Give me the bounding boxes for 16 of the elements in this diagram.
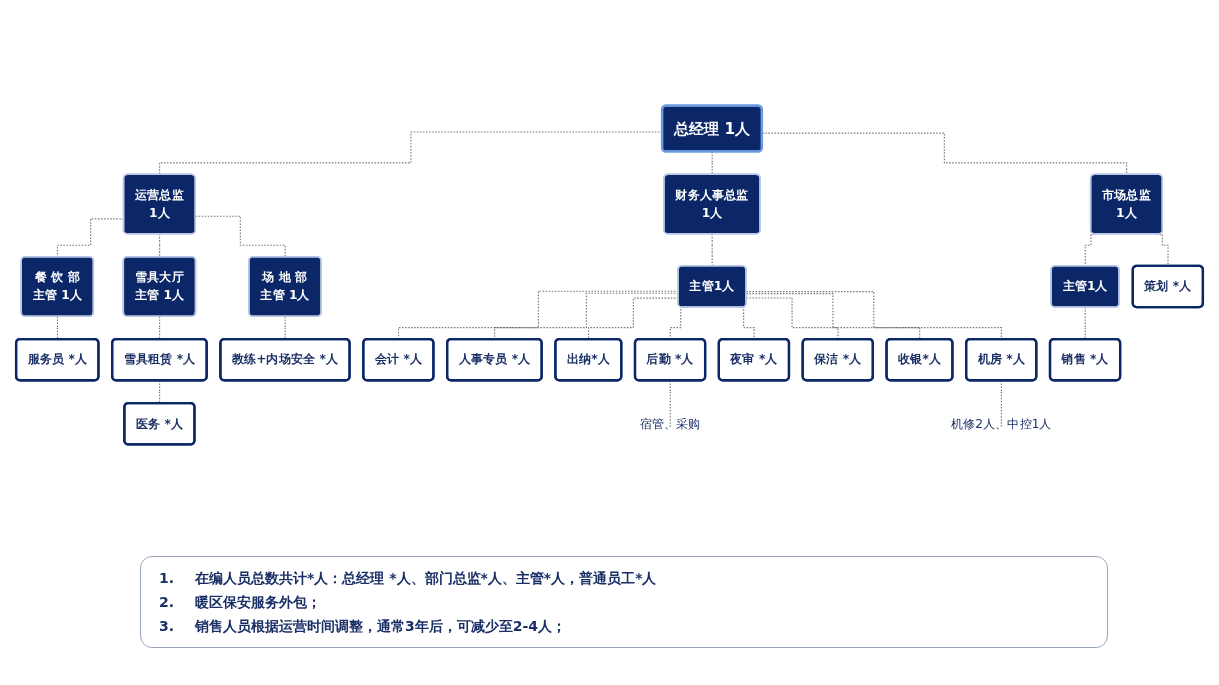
connector xyxy=(159,316,161,340)
connector xyxy=(669,380,671,429)
note-text: 暖区保安服务外包； xyxy=(195,593,322,612)
list-number: 2. xyxy=(159,593,176,612)
connector xyxy=(1000,380,1003,429)
list-number: 1. xyxy=(159,569,176,588)
connector xyxy=(159,233,161,258)
note-text: 销售人员根据运营时间调整，通常3年后，可减少至2-4人； xyxy=(195,617,568,636)
node-text: 宿管、采购 xyxy=(639,416,701,431)
node-text: 机修2人、中控1人 xyxy=(950,416,1052,431)
connector xyxy=(56,316,59,340)
note-text: 在编人员总数共计*人：总经理 *人、部门总监*人、主管*人，普通员工*人 xyxy=(195,569,658,588)
connector xyxy=(284,316,286,340)
list-number: 3. xyxy=(159,617,176,636)
connector xyxy=(711,151,713,176)
connector xyxy=(195,215,286,258)
